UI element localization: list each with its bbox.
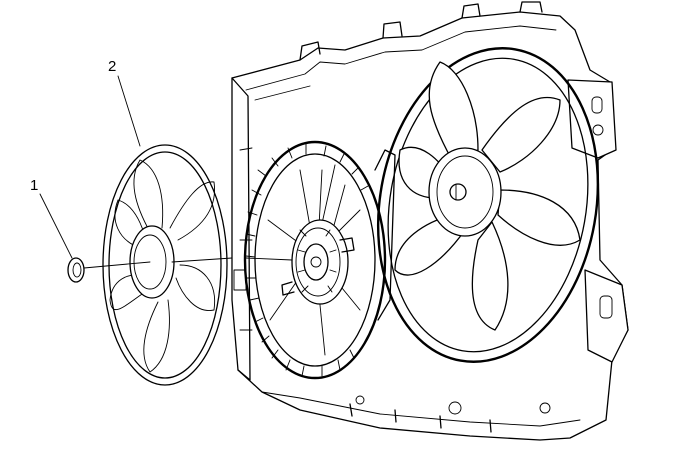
retainer-clip [67,257,85,283]
alignment-axis-line [83,257,293,269]
callout-2-leader [117,75,141,147]
callout-1-label: 1 [30,177,38,194]
fan-motor [281,219,355,305]
fan-blade [102,144,228,386]
right-fan-blades [394,61,581,331]
callout-1: 1 [30,177,73,259]
callout-2: 2 [108,58,141,147]
callout-1-leader [39,193,73,259]
callout-2-label: 2 [108,58,116,75]
right-fan-opening [376,47,600,363]
